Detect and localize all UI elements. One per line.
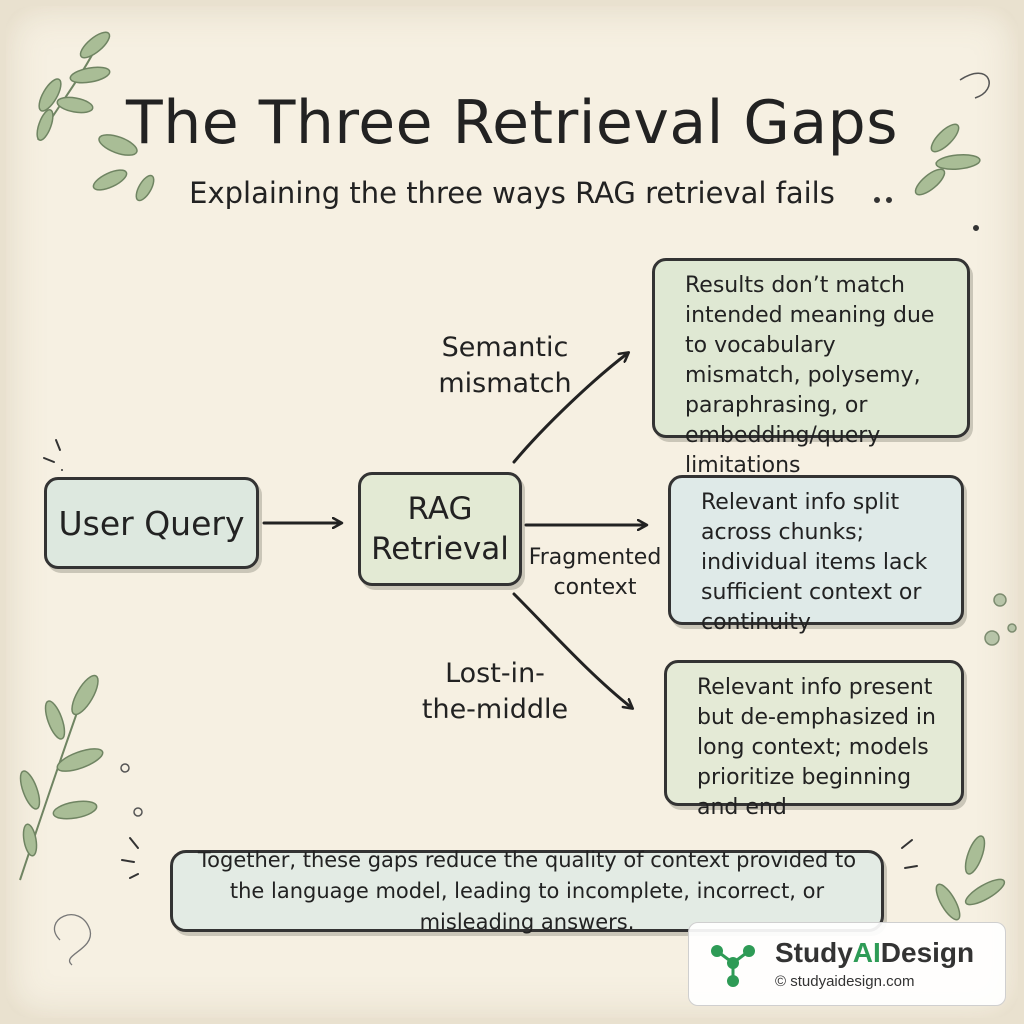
gap-box-fragmented-context: Relevant info split across chunks; indiv… [668, 475, 964, 635]
gap-box-lost-in-the-middle: Relevant info present but de-emphasized … [664, 660, 964, 820]
leaf-sprig-top-left-icon [36, 31, 155, 202]
user-query-node: User Query [44, 477, 259, 569]
brand-name: StudyAIDesign [775, 937, 975, 968]
diagram-subtitle: Explaining the three ways RAG retrieval … [189, 176, 835, 210]
gap-box-semantic-mismatch: Results don’t match intended meaning due… [652, 258, 970, 478]
leaf-sprig-bottom-right-icon [935, 593, 1017, 921]
leaf-sprig-bottom-left-icon [19, 674, 143, 966]
sparkle-marks-icon [43, 197, 979, 879]
edge-label-lost-in-the-middle: Lost-in- the-middle [421, 658, 569, 725]
brand-badge: StudyAIDesign © studyaidesign.com [688, 922, 1006, 1006]
leaf-sprig-top-right-icon [914, 72, 990, 196]
edge-label-fragmented-context: Fragmented context [528, 545, 662, 600]
arrow-lost-in-the-middle [512, 592, 632, 708]
diagram-title: The Three Retrieval Gaps [126, 88, 898, 158]
arrow-semantic-mismatch [512, 353, 628, 464]
brand-url: © studyaidesign.com [775, 973, 915, 990]
summary-footer: Together, these gaps reduce the quality … [170, 848, 884, 934]
rag-retrieval-node: RAG Retrieval [358, 472, 522, 586]
edge-label-semantic-mismatch: Semantic mismatch [438, 332, 572, 399]
network-logo-icon [711, 945, 755, 987]
